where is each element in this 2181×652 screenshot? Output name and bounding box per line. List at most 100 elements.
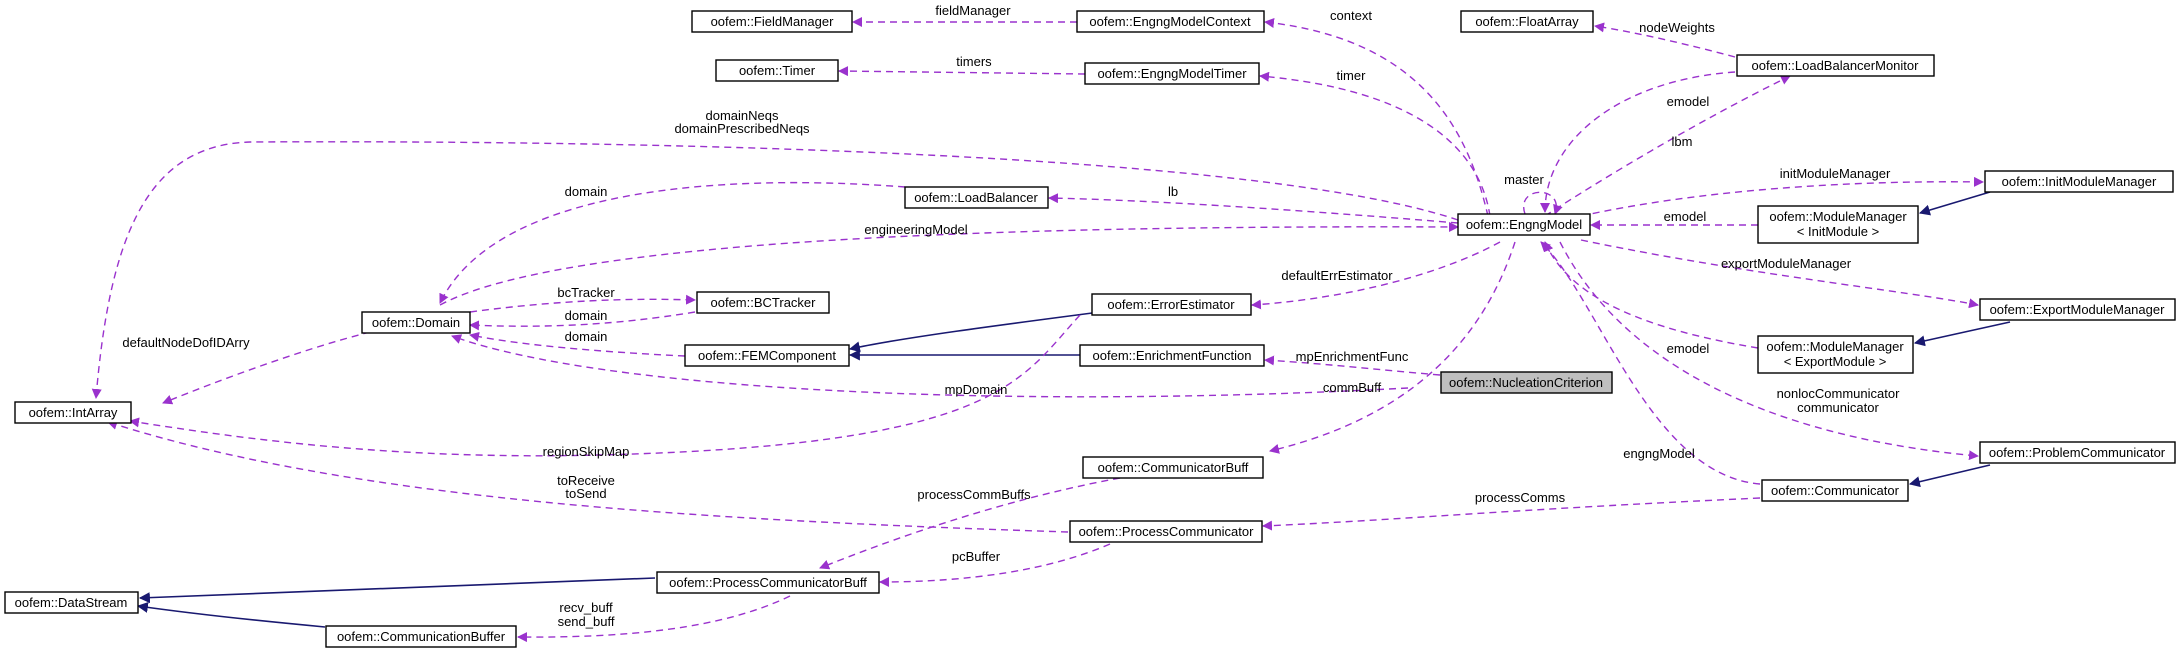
svg-text:oofem::NucleationCriterion: oofem::NucleationCriterion (1449, 375, 1603, 390)
edge-default-node-dof (162, 331, 371, 405)
label-master: master (1504, 172, 1544, 187)
edge-lb (1048, 193, 1459, 224)
edge-inherit-init (1918, 191, 1991, 216)
node-field-manager[interactable]: oofem::FieldManager (691, 10, 853, 33)
svg-text:oofem::ModuleManager: oofem::ModuleManager (1766, 339, 1904, 354)
node-data-stream[interactable]: oofem::DataStream (4, 591, 139, 614)
svg-text:< InitModule >: < InitModule > (1797, 224, 1879, 239)
edge-process-comms (1262, 497, 1761, 531)
node-process-communicator-buff[interactable]: oofem::ProcessCommunicatorBuff (656, 571, 880, 594)
node-error-estimator[interactable]: oofem::ErrorEstimator (1091, 293, 1252, 316)
node-enrichment-function[interactable]: oofem::EnrichmentFunction (1079, 344, 1265, 367)
svg-text:oofem::InitModuleManager: oofem::InitModuleManager (2002, 174, 2157, 189)
edge-inherit-error-estimator (848, 311, 1101, 353)
node-init-module-manager[interactable]: oofem::InitModuleManager (1984, 170, 2174, 193)
label-domain-fem: domain (565, 329, 608, 344)
label-emodel-init: emodel (1664, 209, 1707, 224)
label-process-comm-buffs: processCommBuffs (917, 487, 1031, 502)
label-pc-buffer: pcBuffer (952, 549, 1001, 564)
svg-text:oofem::DataStream: oofem::DataStream (15, 595, 128, 610)
edge-to-receive (107, 419, 1069, 533)
edge-timers (838, 66, 1086, 77)
label-nonloc-communicator: nonlocCommunicator (1777, 386, 1901, 401)
label-region-skip-map: regionSkipMap (543, 444, 630, 459)
edge-mp-domain (451, 334, 1409, 398)
label-mp-domain: mpDomain (945, 382, 1008, 397)
edge-recv-buff (517, 595, 791, 643)
label-node-weights: nodeWeights (1639, 20, 1715, 35)
label-timer: timer (1337, 68, 1367, 83)
edge-node-weights (1594, 22, 1736, 58)
node-timer[interactable]: oofem::Timer (715, 59, 839, 82)
node-domain[interactable]: oofem::Domain (361, 311, 471, 334)
svg-text:oofem::ModuleManager: oofem::ModuleManager (1769, 209, 1907, 224)
edge-export-module-manager (1580, 239, 1979, 309)
label-init-module-manager: initModuleManager (1780, 166, 1891, 181)
label-lbm: lbm (1672, 134, 1693, 149)
edge-bc-tracker (469, 294, 696, 313)
label-engineering-model: engineeringModel (864, 222, 967, 237)
label-context: context (1330, 8, 1372, 23)
svg-text:oofem::ProcessCommunicatorBuff: oofem::ProcessCommunicatorBuff (669, 575, 867, 590)
edge-domain-neqs (91, 141, 1459, 399)
node-int-array[interactable]: oofem::IntArray (14, 401, 132, 424)
node-engng-model[interactable]: oofem::EngngModel (1457, 213, 1591, 236)
node-problem-communicator[interactable]: oofem::ProblemCommunicator (1979, 441, 2176, 464)
node-module-manager-init[interactable]: oofem::ModuleManager < InitModule > (1757, 205, 1919, 244)
edge-region-skip-map (129, 314, 1081, 457)
node-nucleation-criterion[interactable]: oofem::NucleationCriterion (1440, 371, 1613, 394)
label-bc-tracker: bcTracker (557, 285, 615, 300)
label-send-buff: send_buff (558, 614, 615, 629)
svg-text:oofem::FloatArray: oofem::FloatArray (1475, 14, 1579, 29)
edge-mp-enrichment-func (1264, 355, 1441, 376)
node-engng-model-context[interactable]: oofem::EngngModelContext (1076, 10, 1265, 33)
svg-text:oofem::Communicator: oofem::Communicator (1771, 483, 1900, 498)
node-communication-buffer[interactable]: oofem::CommunicationBuffer (325, 625, 517, 648)
label-domain-neqs: domainNeqs (706, 108, 779, 123)
node-fem-component[interactable]: oofem::FEMComponent (684, 344, 850, 367)
edge-inherit-export (1913, 321, 2011, 347)
node-load-balancer[interactable]: oofem::LoadBalancer (904, 186, 1049, 209)
edge-domain-lb (439, 181, 906, 304)
svg-text:oofem::LoadBalancerMonitor: oofem::LoadBalancerMonitor (1752, 58, 1920, 73)
node-engng-model-timer[interactable]: oofem::EngngModelTimer (1084, 62, 1260, 85)
node-process-communicator[interactable]: oofem::ProcessCommunicator (1069, 520, 1263, 543)
node-module-manager-export[interactable]: oofem::ModuleManager < ExportModule > (1757, 335, 1914, 374)
svg-text:oofem::CommunicationBuffer: oofem::CommunicationBuffer (337, 629, 506, 644)
node-float-array[interactable]: oofem::FloatArray (1460, 10, 1594, 33)
edge-emodel-lbm (1540, 71, 1736, 213)
label-recv-buff: recv_buff (559, 600, 613, 615)
node-communicator[interactable]: oofem::Communicator (1761, 479, 1909, 502)
svg-text:oofem::IntArray: oofem::IntArray (29, 405, 118, 420)
edge-pc-buffer (879, 543, 1111, 587)
node-bc-tracker[interactable]: oofem::BCTracker (696, 291, 830, 314)
svg-text:oofem::CommunicatorBuff: oofem::CommunicatorBuff (1098, 460, 1249, 475)
label-to-send: toSend (565, 486, 606, 501)
node-export-module-manager[interactable]: oofem::ExportModuleManager (1979, 298, 2176, 321)
svg-text:oofem::BCTracker: oofem::BCTracker (711, 295, 817, 310)
node-load-balancer-monitor[interactable]: oofem::LoadBalancerMonitor (1736, 54, 1935, 77)
svg-text:oofem::EnrichmentFunction: oofem::EnrichmentFunction (1093, 348, 1252, 363)
edge-context (1264, 18, 1489, 217)
label-emodel-lbm: emodel (1667, 94, 1710, 109)
label-engng-model: engngModel (1623, 446, 1695, 461)
label-field-manager: fieldManager (935, 3, 1011, 18)
label-comm-buff: commBuff (1323, 380, 1382, 395)
node-communicator-buff[interactable]: oofem::CommunicatorBuff (1082, 456, 1264, 479)
edge-inherit-communicator (1908, 464, 1991, 488)
svg-text:< ExportModule >: < ExportModule > (1784, 354, 1887, 369)
label-default-node-dof: defaultNodeDofIDArry (122, 335, 250, 350)
edge-lbm (1544, 75, 1791, 217)
edge-domain-fem (469, 331, 686, 357)
svg-text:oofem::ErrorEstimator: oofem::ErrorEstimator (1107, 297, 1235, 312)
label-process-comms: processComms (1475, 490, 1566, 505)
label-domain-bc: domain (565, 308, 608, 323)
svg-text:oofem::Timer: oofem::Timer (739, 63, 816, 78)
edge-inherit-commbuffer (136, 601, 326, 628)
svg-text:oofem::Domain: oofem::Domain (372, 315, 460, 330)
svg-text:oofem::FEMComponent: oofem::FEMComponent (698, 348, 836, 363)
label-timers: timers (956, 54, 992, 69)
label-communicator: communicator (1797, 400, 1879, 415)
svg-text:oofem::EngngModel: oofem::EngngModel (1466, 217, 1582, 232)
